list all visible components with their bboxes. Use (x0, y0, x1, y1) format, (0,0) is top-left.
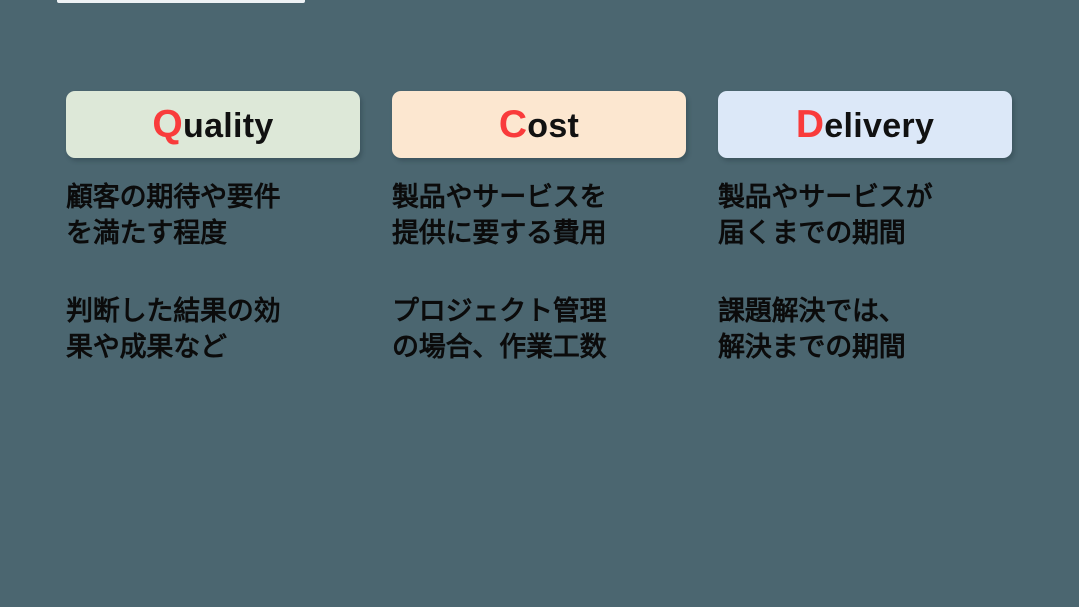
description-cost-2: プロジェクト管理 の場合、作業工数 (392, 295, 607, 362)
description-quality-2: 判断した結果の効 果や成果など (66, 295, 281, 362)
card-title-quality: Quality (152, 105, 273, 144)
card-title-rest-cost: ost (527, 107, 580, 145)
card-title-rest-delivery: elivery (824, 107, 935, 145)
column-quality: Quality 顧客の期待や要件 を満たす程度 判断した結果の効 果や成果など (66, 91, 360, 366)
card-cost[interactable]: Cost (392, 91, 686, 158)
description-delivery-1: 製品やサービスが 届くまでの期間 (718, 182, 933, 248)
card-title-cost: Cost (499, 105, 579, 144)
card-title-delivery: Delivery (796, 105, 934, 144)
top-strip-decoration (57, 0, 305, 3)
qcd-columns: Quality 顧客の期待や要件 を満たす程度 判断した結果の効 果や成果など … (66, 91, 1012, 366)
description-delivery-2: 課題解決では、 解決までの期間 (718, 295, 906, 362)
card-initial-quality: Q (152, 103, 184, 146)
card-delivery[interactable]: Delivery (718, 91, 1012, 158)
card-initial-cost: C (498, 103, 528, 146)
column-cost: Cost 製品やサービスを 提供に要する費用 プロジェクト管理 の場合、作業工数 (392, 91, 686, 366)
card-quality[interactable]: Quality (66, 91, 360, 158)
card-initial-delivery: D (795, 103, 825, 146)
description-quality-1: 顧客の期待や要件 を満たす程度 (66, 182, 281, 248)
column-delivery: Delivery 製品やサービスが 届くまでの期間 課題解決では、 解決までの期… (718, 91, 1012, 366)
description-cost-1: 製品やサービスを 提供に要する費用 (392, 182, 607, 248)
card-title-rest-quality: uality (183, 107, 274, 145)
